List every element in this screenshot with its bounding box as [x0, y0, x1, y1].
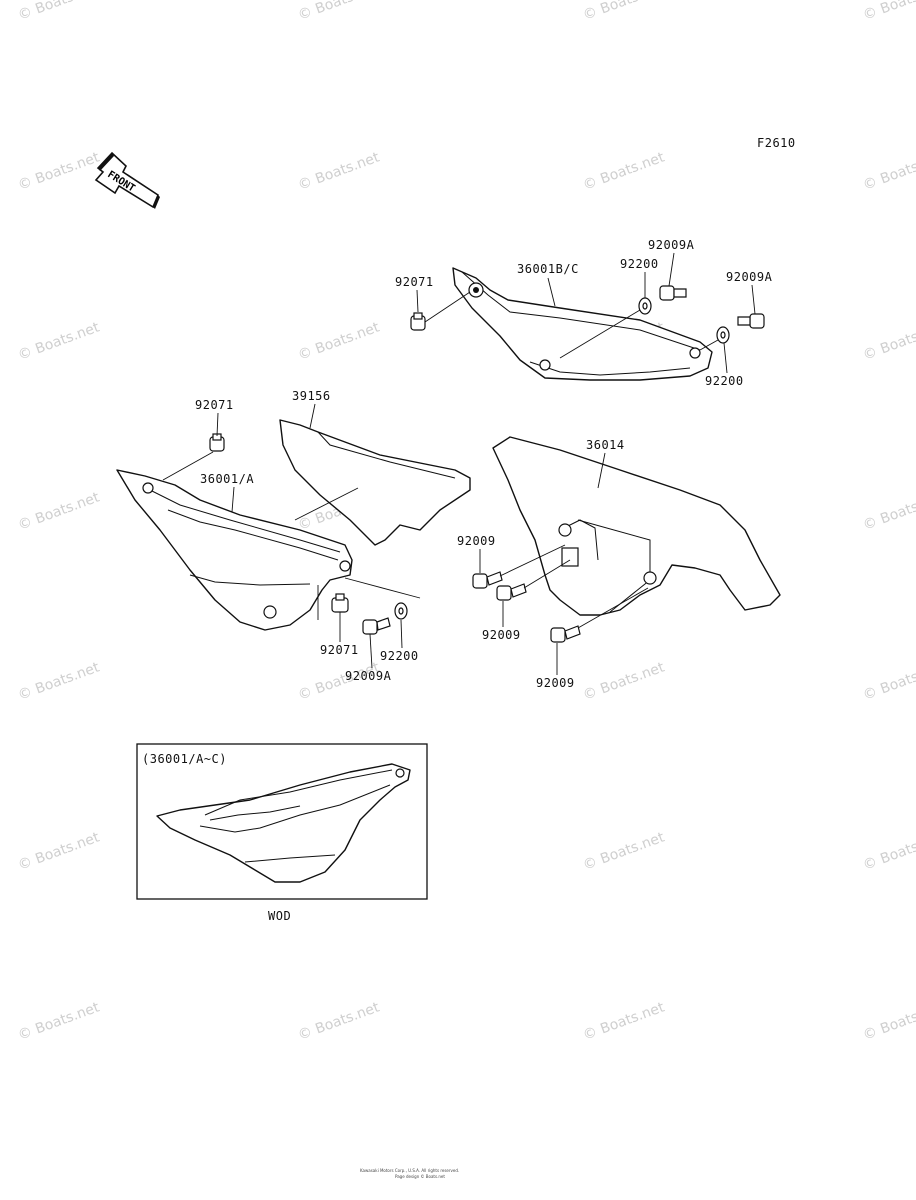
footer-line-2: Page design © Boats.net	[395, 1174, 445, 1179]
inset-box: (36001/A~C)	[136, 743, 428, 900]
watermark: © Boats.net	[296, 319, 382, 363]
bolt-92009-c	[550, 625, 581, 643]
label-92200-top-a: 92200	[620, 257, 659, 271]
bolt-92009a-bottom	[362, 617, 391, 635]
label-36014: 36014	[586, 438, 625, 452]
bolt-92009-a	[472, 571, 503, 589]
label-36001a: 36001/A	[200, 472, 254, 486]
label-36001bc: 36001B/C	[517, 262, 579, 276]
label-92200-bottom: 92200	[380, 649, 419, 663]
washer-92200-bottom	[394, 602, 408, 620]
washer-92200-top-a	[638, 297, 652, 315]
watermark: © Boats.net	[16, 319, 102, 363]
label-92071-left: 92071	[195, 398, 234, 412]
label-92200-top-b: 92200	[705, 374, 744, 388]
watermark: © Boats.net	[861, 829, 916, 873]
watermark: © Boats.net	[581, 829, 667, 873]
watermark: © Boats.net	[16, 999, 102, 1043]
figure-code: F2610	[757, 136, 796, 150]
bolt-92009a-top-b	[737, 313, 765, 329]
label-92009a-bottom: 92009A	[345, 669, 392, 683]
watermark: © Boats.net	[861, 319, 916, 363]
watermark: © Boats.net	[581, 0, 667, 24]
side-cover-inner	[279, 419, 471, 546]
inset-title: (36001/A~C)	[142, 752, 227, 766]
label-92009-c: 92009	[536, 676, 575, 690]
label-92071-top: 92071	[395, 275, 434, 289]
inset-side-cover	[156, 763, 411, 883]
front-arrow-icon: FRONT	[94, 151, 160, 209]
footer-line-1: Kawasaki Motors Corp., U.S.A. All rights…	[360, 1168, 459, 1173]
label-92009-a: 92009	[457, 534, 496, 548]
watermark: © Boats.net	[581, 659, 667, 703]
bolt-92009a-top-a	[659, 285, 687, 301]
watermark: © Boats.net	[16, 0, 102, 24]
watermark: © Boats.net	[16, 829, 102, 873]
inset-caption: WOD	[268, 909, 291, 923]
label-92009a-top-b: 92009A	[726, 270, 773, 284]
grommet-92071-left	[209, 433, 225, 452]
side-cover-right	[452, 267, 713, 381]
watermark: © Boats.net	[861, 0, 916, 24]
watermark: © Boats.net	[296, 149, 382, 193]
label-39156: 39156	[292, 389, 331, 403]
watermark: © Boats.net	[861, 659, 916, 703]
watermark: © Boats.net	[16, 489, 102, 533]
watermark: © Boats.net	[581, 999, 667, 1043]
watermark: © Boats.net	[861, 149, 916, 193]
grommet-92071-bottom	[331, 593, 349, 613]
watermark: © Boats.net	[861, 489, 916, 533]
watermark: © Boats.net	[16, 149, 102, 193]
chain-cover	[492, 436, 781, 616]
watermark: © Boats.net	[861, 999, 916, 1043]
side-cover-left	[116, 469, 353, 631]
washer-92200-top-b	[716, 326, 730, 344]
label-92009a-top-a: 92009A	[648, 238, 695, 252]
grommet-92071-top	[410, 312, 426, 331]
watermark: © Boats.net	[296, 999, 382, 1043]
label-92071-bottom: 92071	[320, 643, 359, 657]
watermark: © Boats.net	[581, 149, 667, 193]
bolt-92009-b	[496, 583, 527, 601]
watermark: © Boats.net	[16, 659, 102, 703]
label-92009-b: 92009	[482, 628, 521, 642]
watermark: © Boats.net	[296, 0, 382, 24]
